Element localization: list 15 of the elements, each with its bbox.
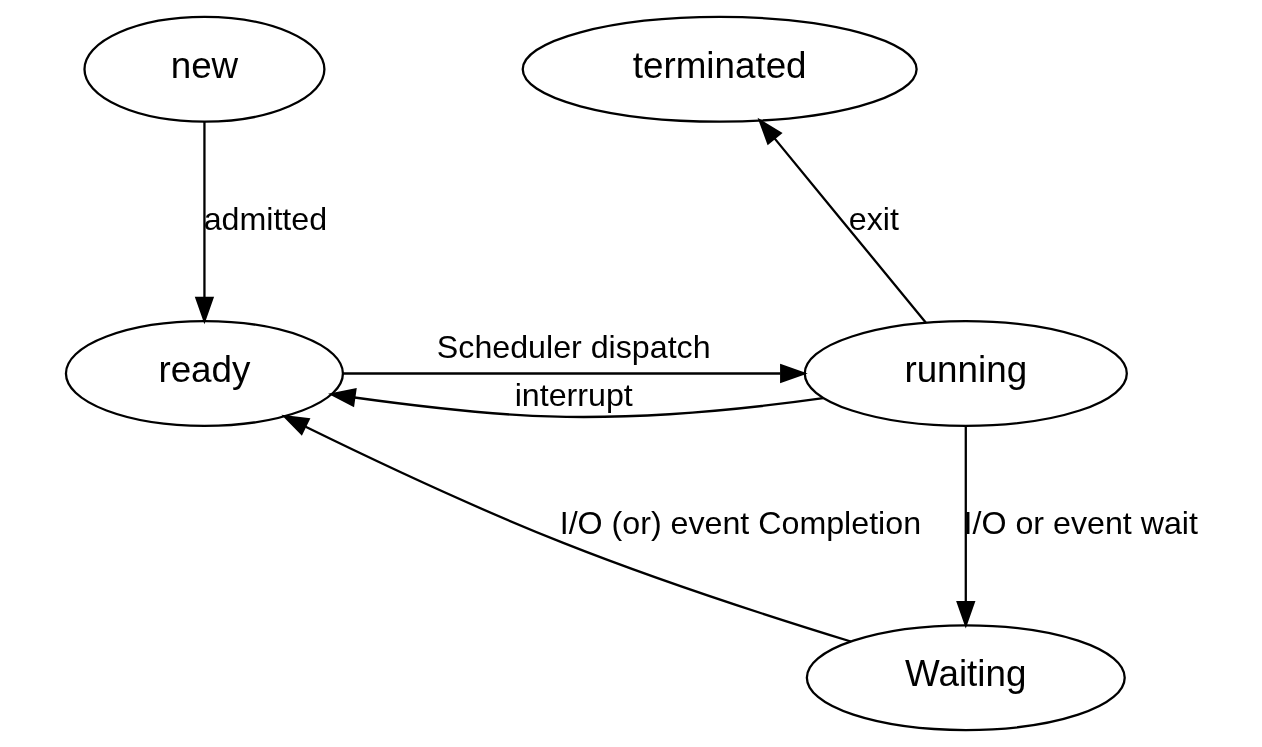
node-ellipse: Waiting (805, 624, 1126, 732)
arrow (343, 363, 808, 384)
node-ellipse: running (803, 320, 1128, 427)
edge-label: exit (848, 200, 899, 237)
arrow (281, 414, 852, 643)
node-ellipse: terminated (521, 15, 918, 123)
node-ellipse: new (83, 15, 326, 123)
arrow (956, 425, 976, 629)
arrow (194, 121, 215, 325)
arrow (328, 388, 824, 419)
edge-label: I/O (or) event Completion (559, 505, 922, 542)
edge-label: interrupt (514, 377, 633, 414)
arrow (757, 117, 927, 324)
edge-label: Scheduler dispatch (436, 328, 711, 365)
node-ellipse: ready (64, 320, 345, 427)
